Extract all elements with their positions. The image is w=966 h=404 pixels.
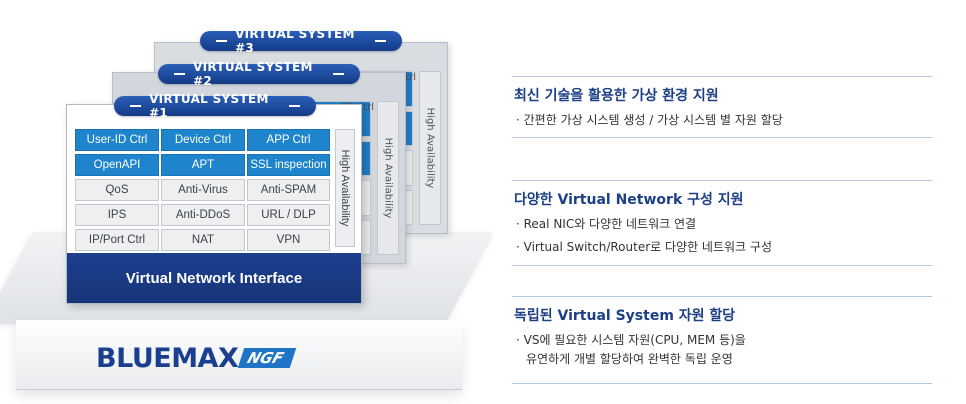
- module-anti-spam: Anti-SPAM: [247, 179, 330, 201]
- module-url-dlp: URL / DLP: [247, 204, 330, 226]
- feature-title: 독립된 Virtual System 자원 할당: [514, 308, 736, 324]
- module-ssl-inspection: SSL inspection: [247, 154, 330, 176]
- bluemax-ngf-logo: BLUEMAX NGF: [96, 340, 297, 376]
- vs2-title: VIRTUAL SYSTEM #2: [158, 60, 360, 88]
- module-ip-port-ctrl: IP/Port Ctrl: [75, 229, 159, 251]
- module-ips: IPS: [75, 204, 159, 226]
- module-apt: APT: [161, 154, 245, 176]
- module-anti-virus: Anti-Virus: [161, 179, 245, 201]
- bluemax-diagram: BLUEMAX NGF High Availability PP Ctrl VI…: [0, 0, 500, 404]
- feature-virtual-network: 다양한 Virtual Network 구성 지원 · Real NIC와 다양…: [512, 180, 932, 266]
- virtual-system-1: User-ID Ctrl Device Ctrl APP Ctrl OpenAP…: [66, 104, 362, 304]
- logo-main-text: BLUEMAX: [96, 342, 239, 374]
- security-module-grid: User-ID Ctrl Device Ctrl APP Ctrl OpenAP…: [75, 129, 330, 251]
- vs2-high-availability: High Availability: [377, 101, 399, 255]
- module-device-ctrl: Device Ctrl: [161, 129, 245, 151]
- feature-virtual-environment: 최신 기술을 활용한 가상 환경 지원 · 간편한 가상 시스템 생성 / 가상…: [512, 76, 932, 138]
- platform-front: [16, 320, 462, 390]
- feature-title: 다양한 Virtual Network 구성 지원: [514, 192, 744, 208]
- high-availability-label: High Availability: [339, 149, 351, 227]
- vs3-high-availability: High Availability: [419, 71, 441, 225]
- module-nat: NAT: [161, 229, 245, 251]
- module-app-ctrl: APP Ctrl: [247, 129, 330, 151]
- module-anti-ddos: Anti-DDoS: [161, 204, 245, 226]
- feature-independent-resources: 독립된 Virtual System 자원 할당 · VS에 필요한 시스템 자…: [512, 296, 932, 384]
- logo-ngf-badge: NGF: [238, 348, 297, 368]
- vs1-title: VIRTUAL SYSTEM #1: [114, 92, 316, 120]
- module-qos: QoS: [75, 179, 159, 201]
- high-availability-bar: High Availability: [335, 129, 355, 247]
- feature-bullet: · Real NIC와 다양한 네트워크 연결: [516, 217, 697, 231]
- module-openapi: OpenAPI: [75, 154, 159, 176]
- feature-bullet: · VS에 필요한 시스템 자원(CPU, MEM 등)을: [516, 333, 746, 347]
- vs3-title: VIRTUAL SYSTEM #3: [200, 27, 402, 55]
- feature-bullet: · 간편한 가상 시스템 생성 / 가상 시스템 별 자원 할당: [516, 113, 783, 127]
- feature-bullet-continued: 유연하게 개별 할당하여 완벽한 독립 운영: [526, 352, 733, 366]
- feature-title: 최신 기술을 활용한 가상 환경 지원: [514, 88, 719, 104]
- virtual-network-interface: Virtual Network Interface: [67, 253, 361, 303]
- module-vpn: VPN: [247, 229, 330, 251]
- module-user-id-ctrl: User-ID Ctrl: [75, 129, 159, 151]
- feature-bullet: · Virtual Switch/Router로 다양한 네트워크 구성: [516, 240, 772, 254]
